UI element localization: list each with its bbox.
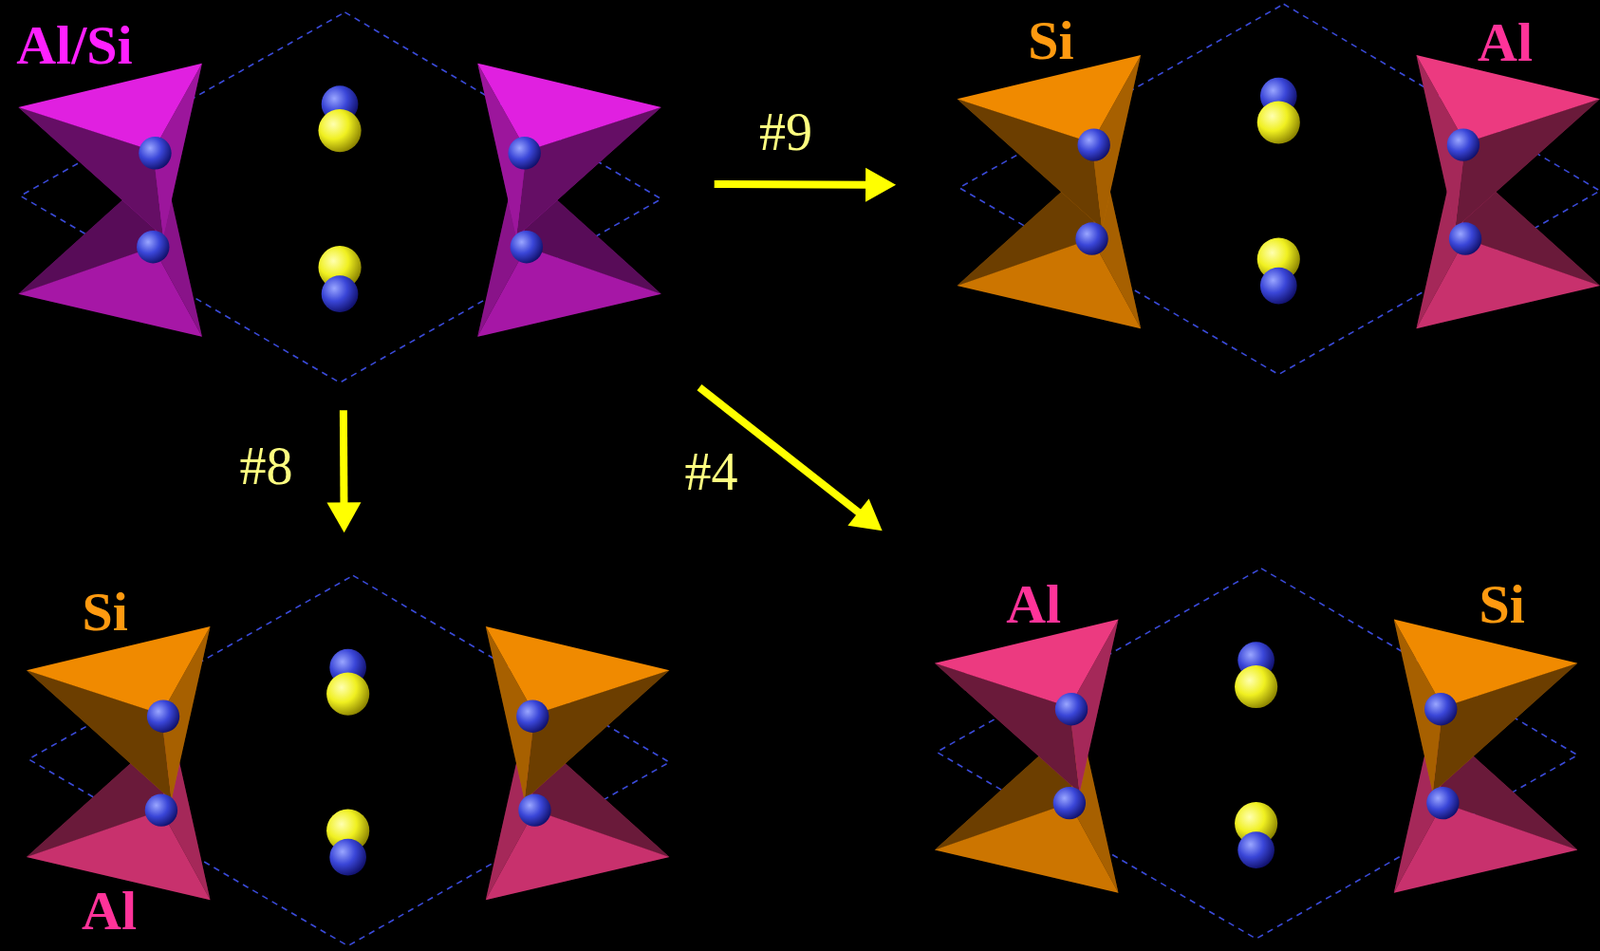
transition-number: #8 [240, 439, 294, 493]
element-label: Al [81, 883, 137, 939]
structure-panel: Al/Si [10, 4, 664, 386]
transition-number: #4 [684, 445, 738, 499]
transition-number: #9 [759, 105, 813, 159]
structure-panel: Al Si [918, 558, 1587, 944]
element-label: Si [1027, 13, 1074, 69]
structure-panel [26, 575, 670, 946]
element-label: Si [1479, 576, 1526, 633]
arrow-connector [714, 167, 896, 203]
element-label: Al/Si [16, 18, 133, 74]
structure-panel: Si Al [938, 0, 1600, 378]
structure-panel: SiAl [15, 571, 674, 949]
element-label: Si [82, 584, 129, 640]
element-label: Al [1005, 576, 1061, 633]
structure-panel [934, 568, 1578, 939]
arrow-connector [326, 409, 361, 533]
element-label: Al [1477, 15, 1533, 71]
structure-panel [957, 3, 1600, 374]
